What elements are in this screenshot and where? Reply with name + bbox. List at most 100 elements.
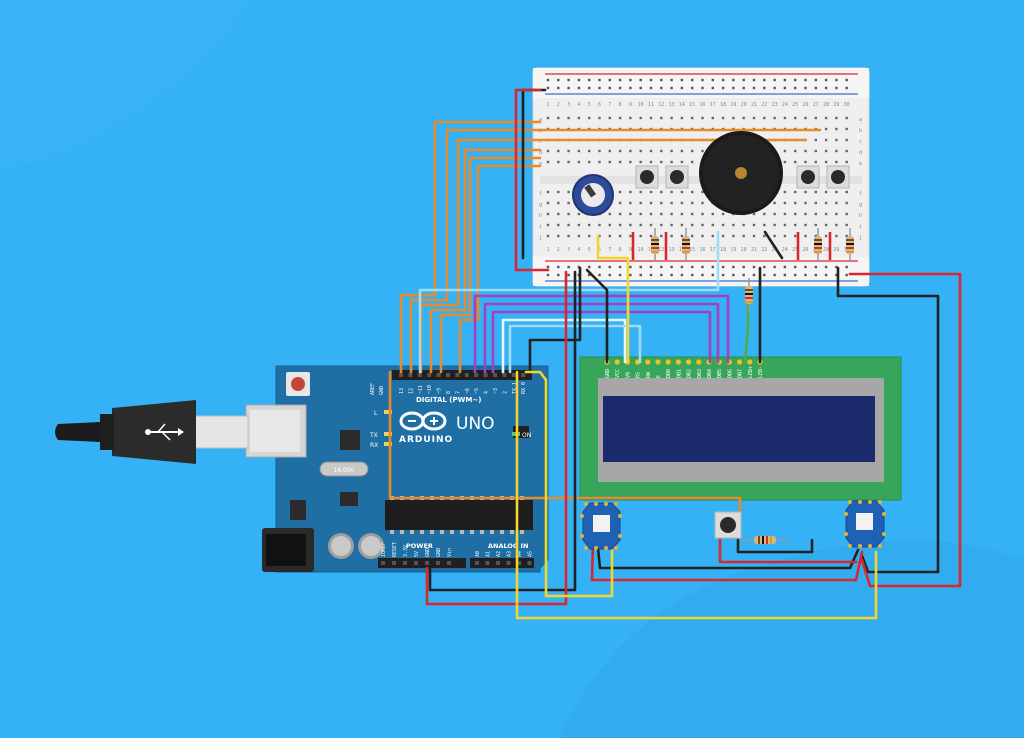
bb-row-letter: i	[859, 224, 862, 230]
bb-hole	[660, 160, 663, 164]
neopixel-ring[interactable]	[580, 502, 622, 550]
bb-hole	[835, 138, 838, 142]
header-pin	[506, 561, 511, 565]
bb-row-letter: j	[539, 235, 542, 241]
bb-hole	[680, 212, 684, 216]
wire-black	[836, 266, 940, 574]
lcd-pin	[655, 359, 661, 365]
bb-hole	[711, 116, 714, 120]
gnd-label: GND	[379, 386, 385, 395]
bb-column-number: 9	[629, 247, 632, 253]
bb-hole	[546, 116, 550, 120]
bb-hole	[577, 149, 581, 153]
pin-label: 2	[502, 391, 508, 394]
neopixel-pad	[604, 546, 608, 550]
bb-hole	[588, 160, 591, 164]
bb-column-number: 5	[588, 102, 591, 108]
led-tx	[384, 432, 392, 436]
bb-hole	[691, 234, 694, 238]
neopixel-pad	[858, 544, 862, 548]
usb-cable[interactable]	[55, 400, 249, 464]
bb-row-letter: j	[859, 235, 862, 241]
arduino-logo	[399, 411, 447, 431]
pushbutton[interactable]	[635, 165, 659, 189]
crystal-label: 16.000	[334, 467, 355, 474]
bb-column-number: 20	[741, 102, 747, 108]
bb-hole	[608, 149, 611, 153]
bb-hole	[763, 212, 766, 216]
pin-label: ~9	[437, 388, 443, 394]
bb-hole	[804, 149, 807, 153]
bb-column-number: 14	[679, 102, 685, 108]
bb-hole	[804, 212, 807, 216]
wire-yellow	[596, 234, 630, 364]
bb-column-number: 12	[658, 247, 664, 253]
bb-column-number: 29	[833, 102, 839, 108]
header-pin	[496, 561, 500, 565]
lcd-pin-label: E	[656, 375, 662, 378]
lcd-pin-label: V0	[625, 372, 631, 378]
neopixel-pad	[844, 512, 848, 516]
bb-hole	[824, 223, 828, 227]
bb-column-number: 4	[577, 102, 580, 108]
lcd-pin	[737, 359, 743, 365]
pushbutton[interactable]	[665, 165, 689, 189]
pushbutton[interactable]	[826, 165, 850, 189]
wire-black	[428, 270, 577, 592]
pushbutton[interactable]	[714, 511, 742, 539]
bb-hole	[639, 212, 642, 216]
bb-hole	[721, 212, 725, 216]
bb-hole	[660, 201, 663, 205]
bb-column-number: 16	[699, 102, 705, 108]
reset-button[interactable]	[291, 377, 305, 391]
bb-row-letter: c	[859, 139, 862, 145]
neopixel-pad	[848, 544, 852, 548]
bb-hole	[567, 116, 570, 120]
neopixel-pad	[882, 532, 886, 536]
lcd-pin-label: DB3	[697, 369, 703, 378]
pin-label: 8	[446, 391, 452, 394]
bb-column-number: 13	[669, 247, 675, 253]
wire-black	[585, 268, 609, 364]
header-pin	[436, 373, 441, 377]
potentiometer[interactable]	[572, 174, 614, 216]
piezo-buzzer[interactable]	[699, 131, 783, 215]
bb-column-number: 25	[792, 102, 798, 108]
bb-hole	[598, 160, 601, 164]
led-rx	[384, 442, 392, 446]
neopixel-ring[interactable]	[844, 500, 886, 548]
lcd-pin-label: RS	[636, 372, 642, 378]
bb-column-number: 22	[761, 102, 767, 108]
lcd-pin	[675, 359, 682, 365]
regulator-chip	[340, 492, 358, 506]
bb-column-number: 19	[730, 102, 736, 108]
neopixel-pad	[584, 502, 588, 506]
bb-hole	[546, 212, 550, 216]
bb-hole	[629, 190, 632, 194]
neopixel-pad	[868, 500, 872, 504]
resistor	[742, 536, 788, 544]
pushbutton[interactable]	[796, 165, 820, 189]
bb-row-letter: i	[539, 224, 542, 230]
bb-hole	[711, 223, 714, 227]
bb-hole	[814, 212, 817, 216]
bb-hole	[835, 116, 838, 120]
bb-hole	[835, 149, 838, 153]
arduino-uno-board[interactable]: 16.000 ARDUINO UNO DIGITAL (PWM~) POWER …	[245, 365, 549, 573]
bb-hole	[670, 234, 673, 238]
bb-hole	[814, 149, 817, 153]
header-pin	[493, 373, 497, 377]
wire-yellow	[515, 370, 878, 620]
bb-column-number: 3	[567, 102, 570, 108]
pin-label: RESET	[392, 542, 398, 557]
resistor	[682, 228, 690, 262]
bb-hole	[608, 160, 611, 164]
bb-hole	[794, 190, 797, 194]
bb-column-number: 22	[761, 247, 767, 253]
bb-hole	[546, 190, 550, 194]
lcd-pin	[665, 359, 671, 365]
header-pin	[455, 373, 460, 377]
bb-row-letter: d	[859, 150, 862, 156]
